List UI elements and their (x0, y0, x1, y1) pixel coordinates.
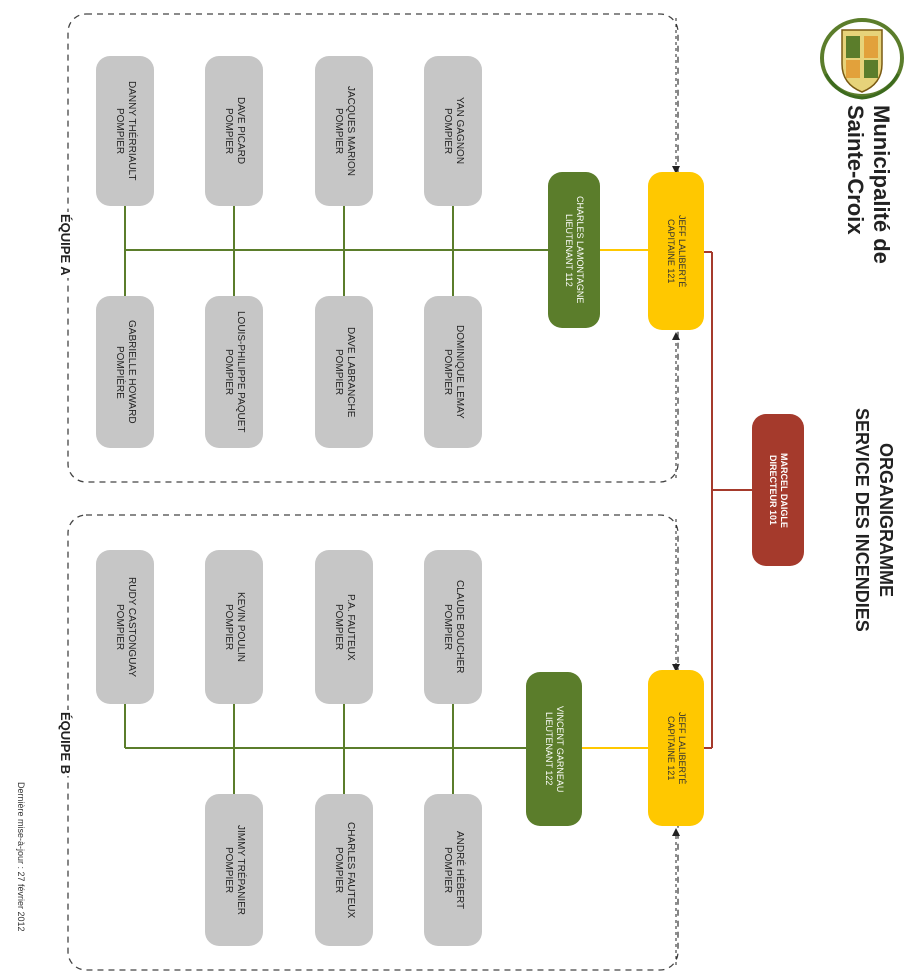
member-role: POMPIER (333, 348, 344, 396)
director-name: MARCEL DAIGLE (779, 452, 789, 528)
member-name: CHARLES FAUTEUX (345, 821, 356, 919)
member-role: POMPIER (442, 846, 453, 894)
member-role: POMPIER (114, 107, 125, 155)
member-role: POMPIER (442, 603, 453, 651)
chart-title-line1: ORGANIGRAMME (876, 442, 896, 597)
member-name: ANDRÉ HÉBERT (454, 830, 465, 910)
member-role: POMPIER (333, 107, 344, 155)
member-name: KEVIN POULIN (235, 591, 246, 663)
team-b-label: ÉQUIPE B (58, 710, 73, 777)
member-name: YAN GAGNON (454, 97, 465, 165)
chart-title: ORGANIGRAMME SERVICE DES INCENDIES (850, 408, 898, 632)
member-name: RUDY CASTONGUAY (126, 576, 137, 678)
municipality-name-line2: Sainte-Croix (843, 105, 868, 235)
member-role: POMPIER (223, 603, 234, 651)
member-name: LOUIS-PHILIPPE PAQUET (235, 311, 246, 433)
director-line (704, 251, 752, 749)
team-b-frame (67, 514, 679, 971)
member-name: JIMMY TRÉPANIER (235, 824, 246, 915)
team-a-lieutenant-role: LIEUTENANT 112 (564, 213, 574, 287)
team-a-lieutenant-name: CHARLES LAMONTAGNE (575, 196, 585, 304)
last-updated-note: Dernière mise-à-jour : 27 février 2012 (16, 782, 26, 932)
team-b-captain-name: JEFF LALIBERTÉ (677, 711, 687, 785)
member-name: JACQUES MARION (345, 85, 356, 176)
member-role: POMPIER (442, 348, 453, 396)
member-role: POMPIER (333, 603, 344, 651)
member-name: GABRIELLE HOWARD (126, 320, 137, 424)
team-a-captain-name: JEFF LALIBERTÉ (677, 214, 687, 288)
member-role: POMPIER (333, 846, 344, 894)
team-a-captain-role: CAPITAINE 121 (666, 218, 676, 284)
member-role: POMPIER (442, 107, 453, 155)
team-b-lieutenant-name: VINCENT GARNEAU (555, 705, 565, 793)
team-b-captain-role: CAPITAINE 121 (666, 715, 676, 781)
chart-title-line2: SERVICE DES INCENDIES (852, 408, 872, 632)
municipality-name-line1: Municipalité de (869, 105, 894, 264)
member-role: POMPIÈRE (114, 345, 125, 399)
director-role: DIRECTEUR 101 (768, 454, 778, 526)
member-role: POMPIER (223, 107, 234, 155)
member-role: POMPIER (223, 846, 234, 894)
member-name: DOMINIQUE LEMAY (454, 325, 465, 419)
municipality-name: Municipalité de Sainte-Croix (842, 105, 894, 264)
member-name: CLAUDE BOUCHER (454, 580, 465, 674)
member-name: DAVE LABRANCHE (345, 326, 356, 418)
member-name: DAVE PICARD (235, 97, 246, 165)
member-name: DANNY THÉRRIAULT (126, 81, 137, 181)
member-role: POMPIER (223, 348, 234, 396)
team-b-lieutenant-role: LIEUTENANT 122 (544, 712, 554, 786)
municipal-crest-logo (818, 14, 906, 100)
member-name: P.A. FAUTEUX (345, 593, 356, 661)
member-role: POMPIER (114, 603, 125, 651)
team-a-label: ÉQUIPE A (58, 212, 73, 278)
